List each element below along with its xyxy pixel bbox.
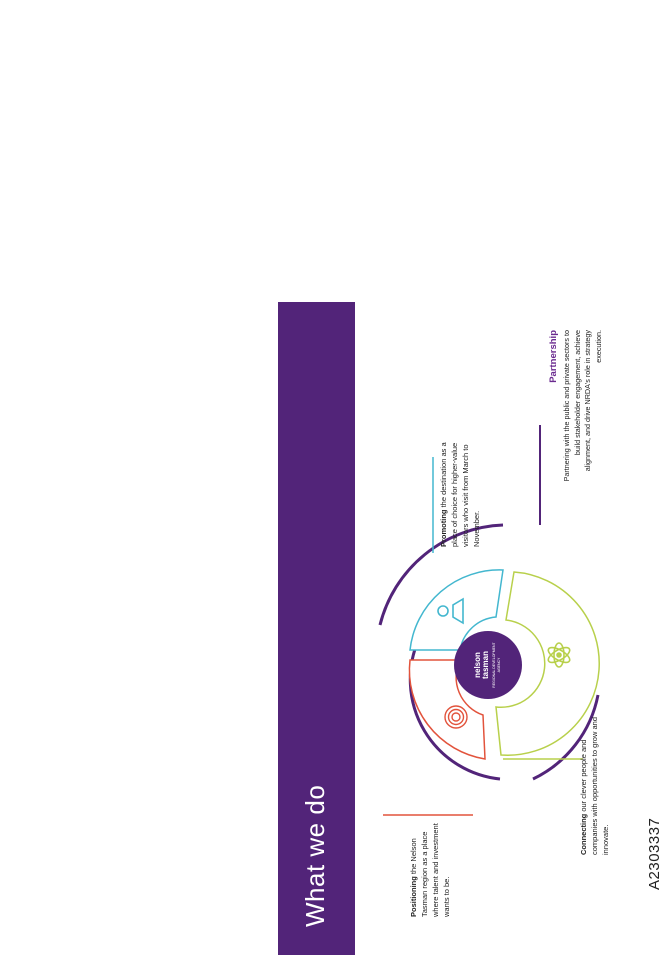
partnership-title: Partnership — [548, 330, 559, 383]
outer-arc-bottom — [532, 694, 600, 781]
copy-connecting: Connecting our clever people and compani… — [578, 705, 611, 855]
partnership-body: Partnering with the public and private s… — [562, 330, 603, 482]
outer-arc-right — [378, 523, 504, 626]
lead-positioning: Positioning — [409, 876, 418, 917]
rotated-page: What we do — [278, 302, 670, 955]
segment-promoting — [409, 569, 504, 651]
logo-subtitle: REGIONAL DEVELOPMENT AGENCY — [492, 642, 501, 688]
lead-promoting: Promoting — [439, 509, 448, 548]
lead-connecting: Connecting — [579, 813, 588, 855]
person-podium-icon — [437, 597, 464, 625]
logo-name: nelson tasman — [473, 651, 490, 680]
center-logo: nelson tasman REGIONAL DEVELOPMENT AGENC… — [473, 641, 502, 689]
copy-promoting: Promoting the destination as a place of … — [438, 427, 482, 547]
atom-icon — [547, 642, 571, 668]
copy-positioning: Positioning the Nelson Tasman region as … — [408, 817, 452, 917]
fingerprint-icon — [444, 705, 468, 729]
center-logo-circle — [454, 631, 522, 699]
strategy-wheel — [378, 425, 600, 816]
segment-connecting — [495, 571, 600, 756]
